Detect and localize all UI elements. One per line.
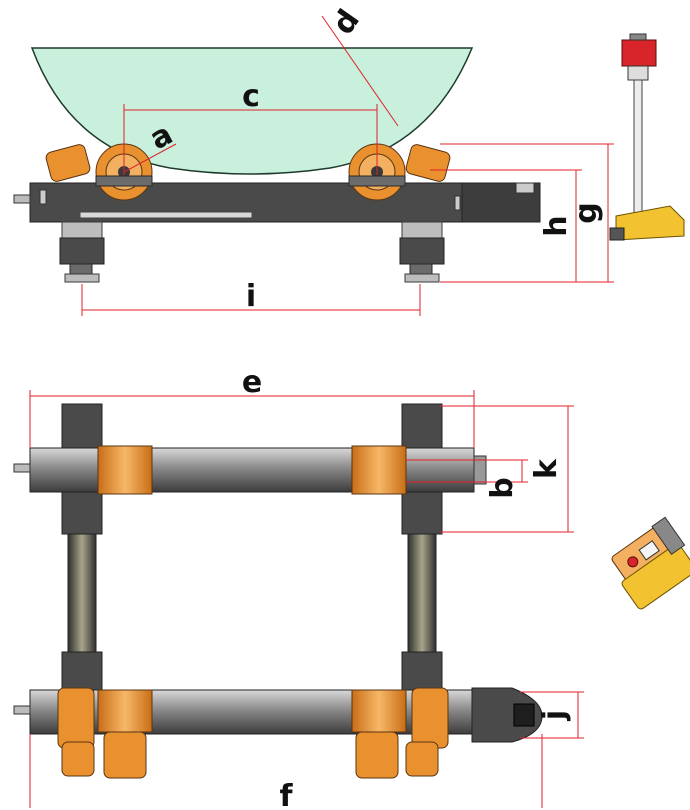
dimension-label-g: g <box>569 202 604 223</box>
dimension-label-d: d <box>326 3 367 41</box>
roller-top-left <box>97 445 153 495</box>
dimension-label-f: f <box>279 779 293 810</box>
foot-left-side <box>59 221 105 283</box>
base-frame-side <box>13 182 541 223</box>
side-view: c a d h g i <box>13 3 685 316</box>
dimension-i: i <box>81 279 421 316</box>
dimension-h: h <box>430 169 582 283</box>
drive-roller-right <box>351 687 449 779</box>
pendant-control-top <box>611 516 690 610</box>
dimension-k: k <box>440 405 574 533</box>
dimension-label-i: i <box>246 279 256 314</box>
drive-roller-left <box>57 687 153 779</box>
dimension-j: j <box>520 691 584 739</box>
dimension-g: g <box>440 143 614 283</box>
dimension-label-h: h <box>539 215 574 236</box>
dimension-label-c: c <box>242 79 260 114</box>
dimension-c: c <box>123 79 378 175</box>
dimension-f: f <box>29 734 543 810</box>
vessel-shape <box>30 47 474 175</box>
dimension-label-e: e <box>242 365 262 400</box>
top-view: e k b j f <box>13 365 690 810</box>
dimension-label-b: b <box>485 477 520 498</box>
dimension-b: b <box>406 459 528 499</box>
frame-bar-top <box>13 447 487 493</box>
roller-top-right <box>351 445 407 495</box>
foot-right-side <box>399 221 445 283</box>
dimension-label-j: j <box>537 710 572 721</box>
link-bar-right <box>407 533 437 655</box>
link-bar-left <box>67 533 97 655</box>
dimension-label-k: k <box>529 458 564 479</box>
mount-blocks <box>61 403 443 691</box>
pendant-control-side <box>609 33 685 241</box>
dimension-e: e <box>29 365 475 448</box>
